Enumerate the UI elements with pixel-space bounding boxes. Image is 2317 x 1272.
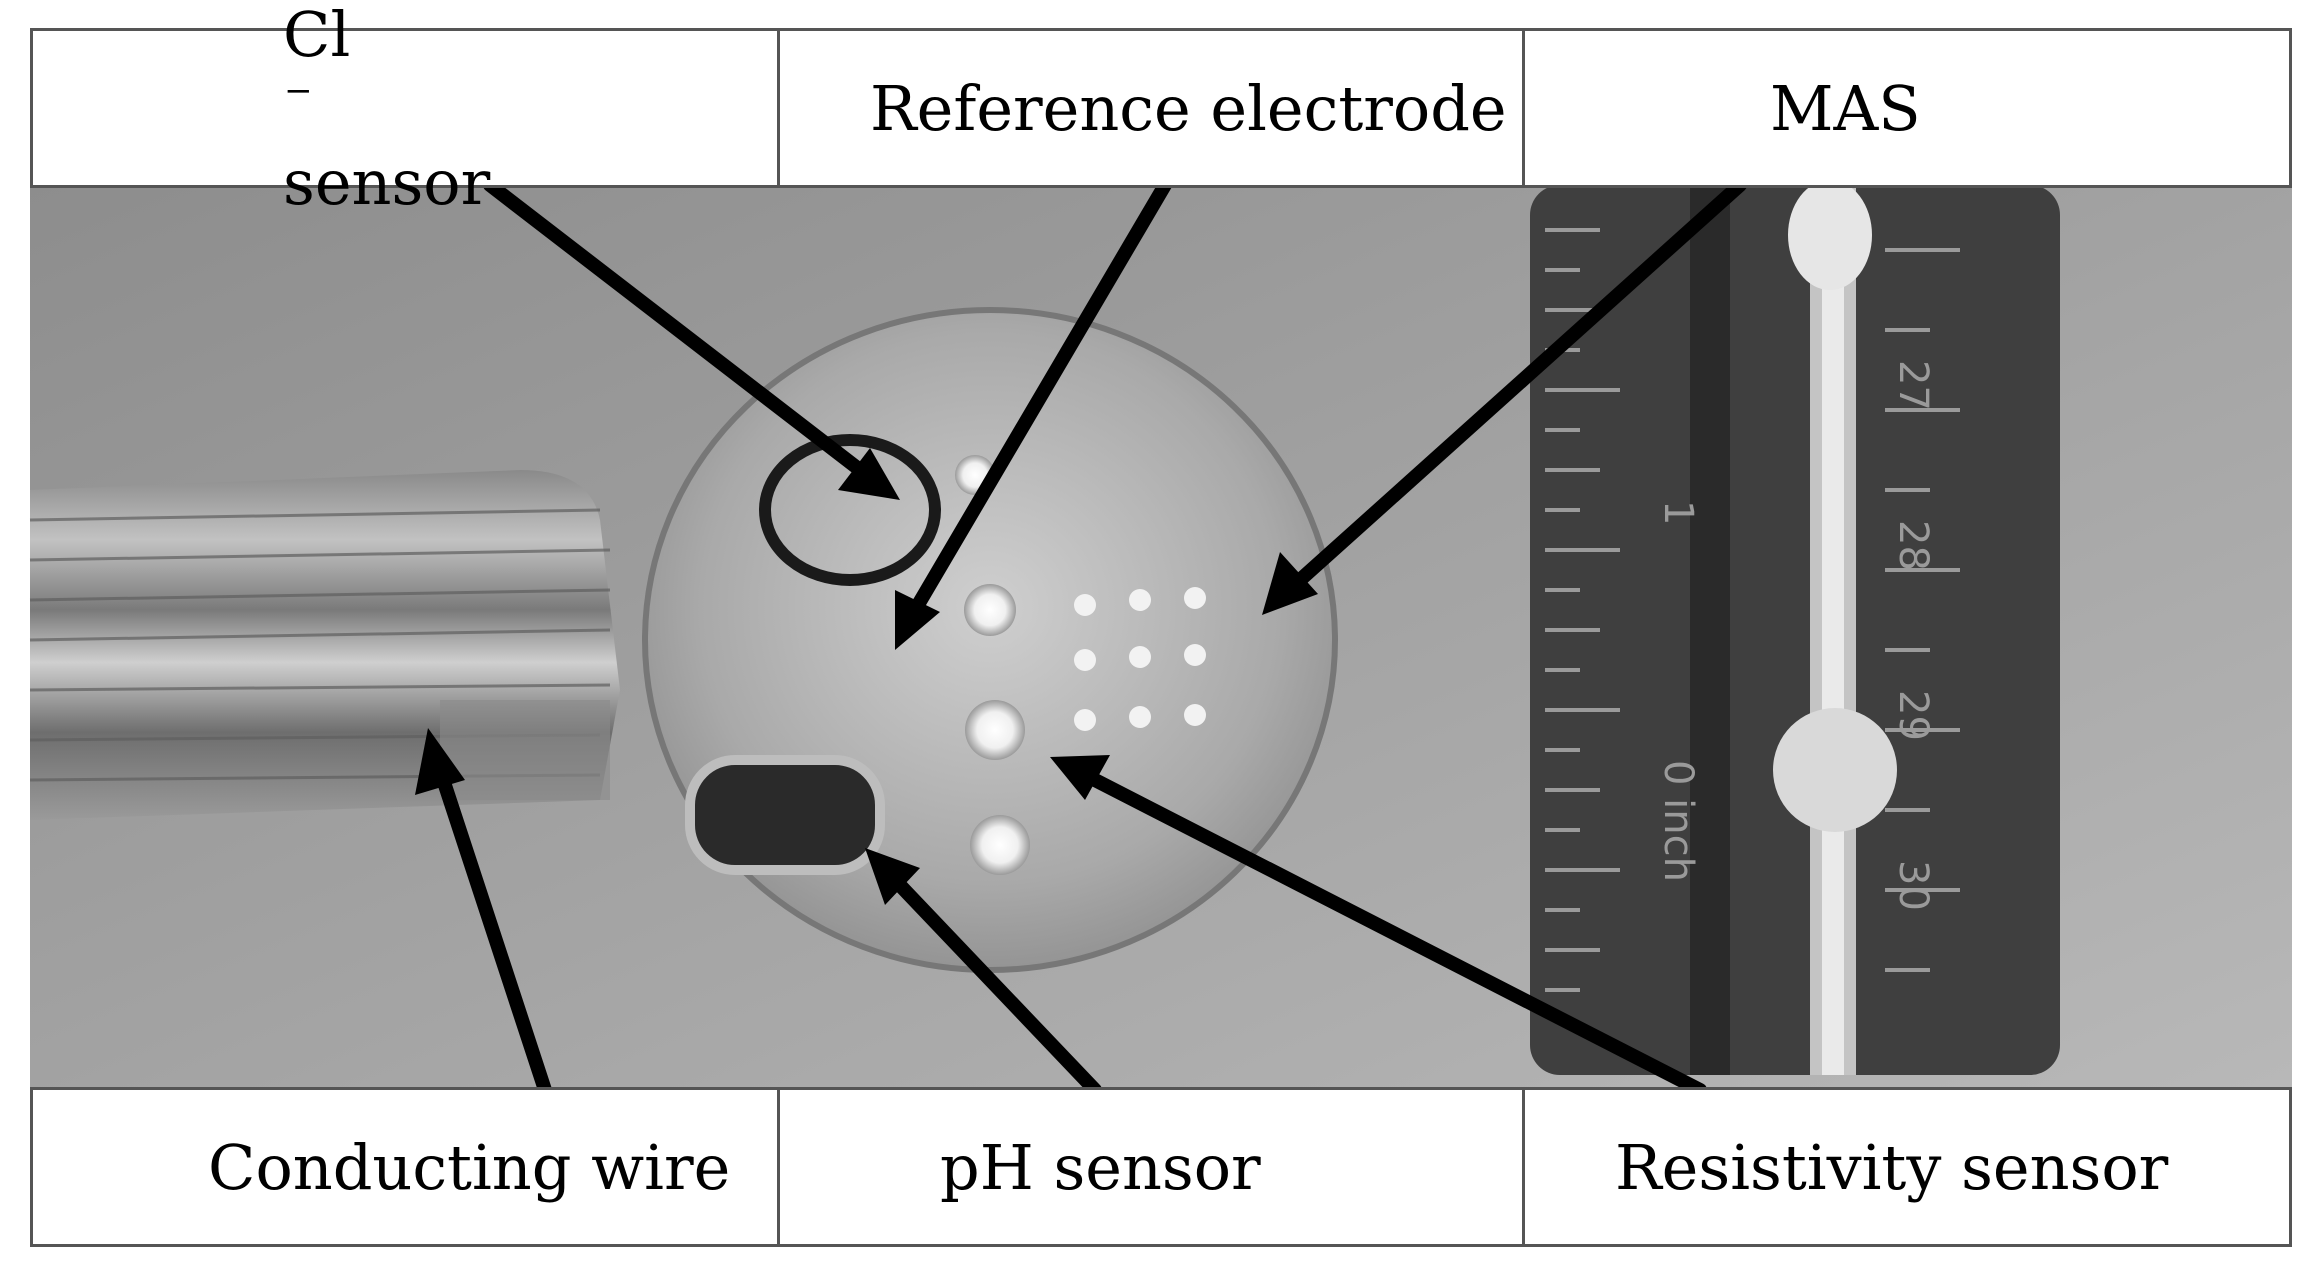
ruler-mark-29: 29: [1890, 690, 1936, 741]
mas-text: MAS: [1770, 71, 1921, 145]
label-conducting-wire: Conducting wire: [30, 1087, 780, 1247]
ruler-mark-28: 28: [1890, 520, 1936, 571]
conducting-wire-ribbon: [29, 470, 620, 820]
resistivity-sensor-text: Resistivity sensor: [1615, 1130, 2169, 1204]
sensor-disc: [642, 307, 1338, 973]
cl-sensor-superscript: −: [284, 70, 313, 111]
label-cl-sensor: Cl− sensor: [30, 0, 780, 219]
ph-sensor-text: pH sensor: [940, 1130, 1261, 1204]
ruler-mark-1: 1: [1655, 500, 1701, 525]
cl-sensor-suffix: sensor: [283, 145, 491, 219]
label-resistivity-sensor: Resistivity sensor: [1522, 1087, 2292, 1247]
ruler-mark-30: 30: [1890, 860, 1936, 911]
ruler-mark-27: 27: [1890, 360, 1936, 411]
conducting-wire-text: Conducting wire: [208, 1130, 731, 1204]
arrow-resistivity-sensor: [1050, 755, 1707, 1097]
arrow-ph-sensor: [865, 848, 1102, 1097]
arrow-cl-sensor: [483, 178, 900, 500]
label-ph-sensor: pH sensor: [777, 1087, 1525, 1247]
arrow-conducting-wire: [415, 728, 552, 1097]
arrows: [415, 178, 1747, 1097]
label-mas: MAS: [1522, 28, 2292, 188]
arrow-mas: [1262, 178, 1747, 615]
label-reference-electrode: Reference electrode: [777, 28, 1525, 188]
arrow-reference-electrode: [895, 178, 1172, 650]
ruler-mark-inch: 0 inch: [1655, 760, 1701, 882]
cl-sensor-main: Cl: [283, 0, 351, 71]
reference-electrode-text: Reference electrode: [870, 71, 1507, 145]
ruler: 27 28 29 30 1 0 inch: [1530, 180, 2060, 1075]
